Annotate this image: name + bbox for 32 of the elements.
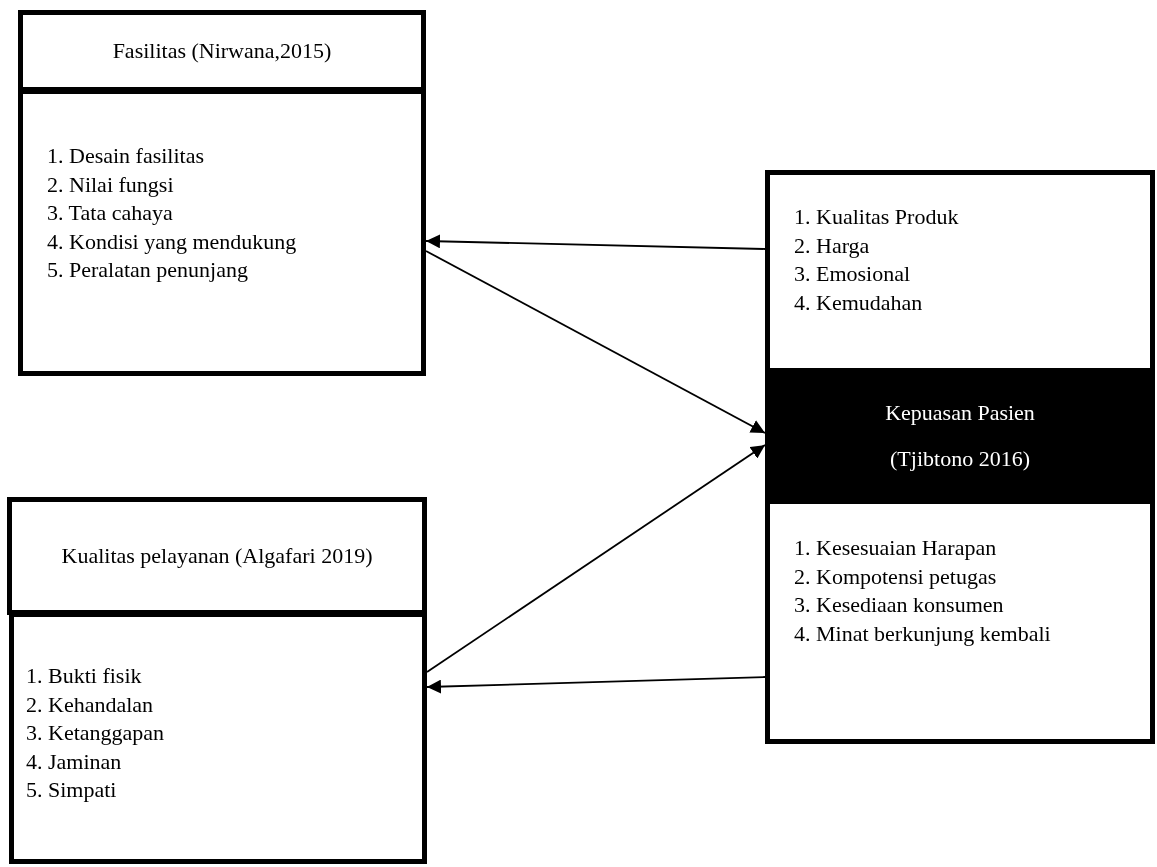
indicator-box <box>765 170 1155 373</box>
list-item: 2. Kehandalan <box>26 690 155 719</box>
heading-text: Kualitas pelayanan (Algafari 2019) <box>61 543 373 569</box>
list-item: 3. Ketanggapan <box>26 719 166 748</box>
list-item: 5. Peralatan penunjang <box>47 256 249 285</box>
list-item: 2. Nilai fungsi <box>47 170 175 199</box>
list-item: 3. Kesediaan konsumen <box>794 591 1005 620</box>
heading-text: Kepuasan Pasien (Tjibtono 2016) <box>884 398 1036 473</box>
arrow <box>426 676 766 694</box>
list-item: 3. Tata cahaya <box>47 199 174 228</box>
list-item: 2. Kompotensi petugas <box>794 562 998 591</box>
heading-text: Fasilitas (Nirwana,2015) <box>112 38 332 64</box>
list-item: 1. Desain fasilitas <box>47 142 206 170</box>
heading-box <box>7 497 427 615</box>
indicator-box <box>765 499 1155 744</box>
arrow <box>426 444 766 673</box>
heading-box <box>765 370 1155 502</box>
list-item: 4. Kondisi yang mendukung <box>47 227 298 256</box>
list-item: 1. Kesesuaian Harapan <box>794 534 998 562</box>
indicator-box <box>9 612 427 864</box>
list-item: 1. Kualitas Produk <box>794 203 960 231</box>
arrow <box>425 250 766 434</box>
arrow <box>425 234 766 250</box>
list-item: 1. Bukti fisik <box>26 662 143 690</box>
list-item: 4. Kemudahan <box>794 288 924 317</box>
list-item: 4. Jaminan <box>26 747 123 776</box>
list-item: 3. Emosional <box>794 260 912 289</box>
heading-box <box>18 10 426 92</box>
list-item: 4. Minat berkunjung kembali <box>794 619 1052 648</box>
list-item: 5. Simpati <box>26 776 118 805</box>
indicator-box <box>18 89 426 376</box>
list-item: 2. Harga <box>794 231 871 260</box>
